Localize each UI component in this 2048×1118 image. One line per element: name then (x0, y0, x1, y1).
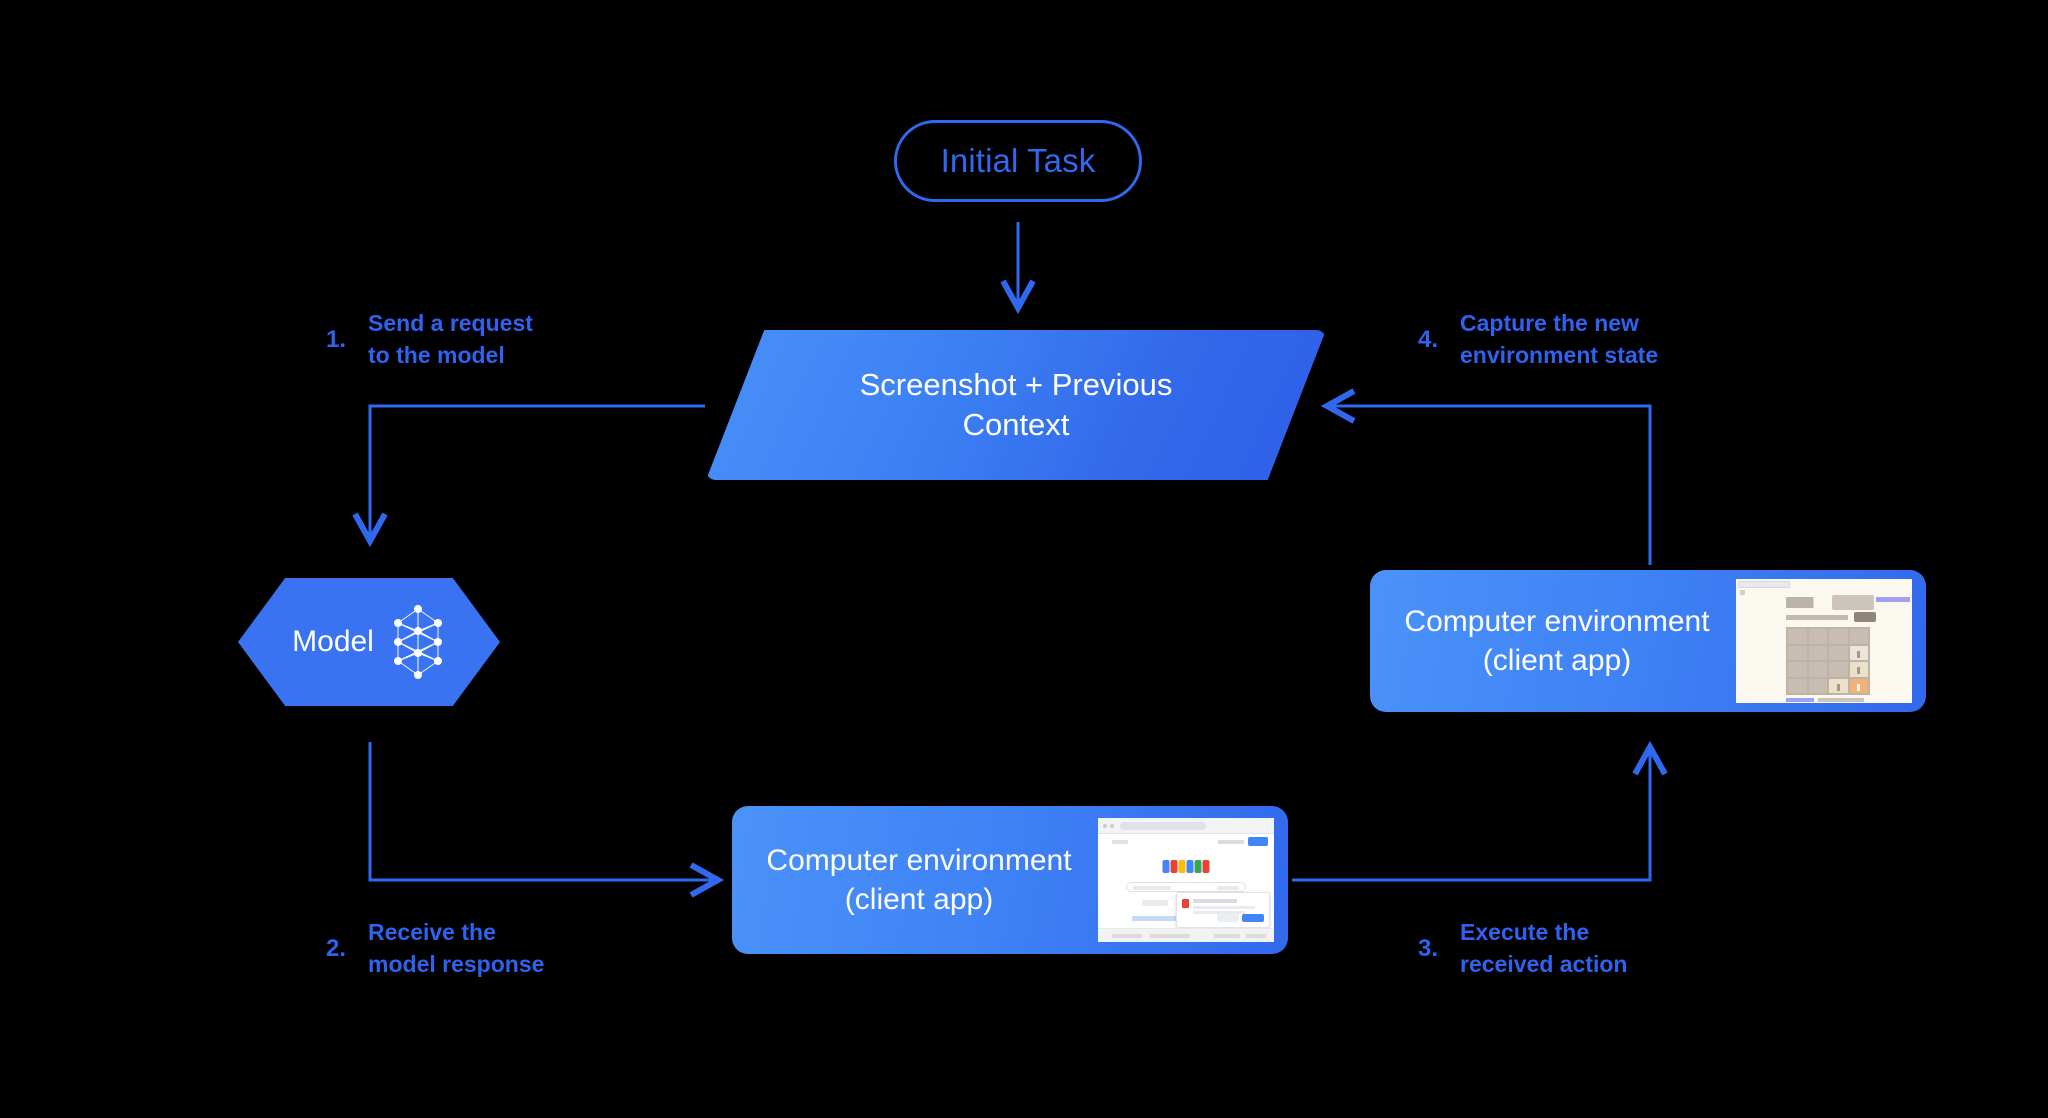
footer-text (1818, 698, 1864, 702)
step-1-text: Send a request to the model (368, 308, 533, 371)
arrow-env-right-to-context (1330, 406, 1652, 565)
step-3-line1: Execute the (1460, 919, 1590, 945)
sign-in-button (1248, 837, 1268, 846)
game-board (1786, 627, 1870, 695)
tile-empty (1808, 629, 1827, 644)
tile-empty (1808, 662, 1827, 677)
env-bottom-label-line2: (client app) (844, 883, 994, 916)
step-2-line1: Receive the (368, 919, 496, 945)
gmail-images-links (1218, 840, 1244, 844)
model-content: Model (238, 578, 500, 706)
step-label-3: 3. Execute the received action (1418, 917, 1627, 980)
step-3-text: Execute the received action (1460, 917, 1627, 980)
tile-empty (1829, 645, 1848, 660)
node-initial-task[interactable]: Initial Task (894, 120, 1142, 202)
browser-back-icon (1103, 824, 1107, 828)
browser-address-bar (1120, 822, 1206, 830)
context-label-line1: Screenshot + Previous (859, 367, 1173, 403)
node-model[interactable]: Model (238, 578, 500, 706)
dialog-icon (1182, 899, 1189, 908)
tile-4 (1829, 678, 1848, 693)
tile-empty (1829, 662, 1848, 677)
dialog-cancel-button (1217, 914, 1239, 922)
step-1-line1: Send a request (368, 310, 533, 336)
footer-link (1786, 698, 1814, 702)
arrow-model-to-env-bottom (368, 742, 715, 880)
tile-empty (1788, 662, 1807, 677)
dialog-confirm-button (1242, 914, 1264, 922)
node-computer-environment-right[interactable]: Computer environment (client app) (1370, 570, 1926, 712)
best-score-box (1856, 595, 1874, 610)
parallelogram-shape (706, 330, 1326, 480)
step-3-number: 3. (1418, 934, 1439, 962)
context-label: Screenshot + Previous Context (706, 330, 1326, 480)
step-2-line2: model response (368, 950, 545, 977)
tile-empty (1849, 629, 1868, 644)
model-label: Model (292, 625, 374, 658)
tile-empty (1808, 678, 1827, 693)
tile-8 (1849, 678, 1868, 693)
thumbnail-google-search (1098, 818, 1274, 942)
thumbnail-2048-game (1736, 579, 1912, 703)
step-2-text: Receive the model response (368, 917, 544, 980)
neural-network-icon (393, 605, 442, 679)
game-2048-logo (1786, 597, 1824, 608)
context-label-line2: Context (962, 407, 1070, 442)
browser-tab (1738, 581, 1790, 588)
env-bottom-label-line1: Computer environment (766, 844, 1072, 877)
step-label-2: 2. Receive the model response (326, 917, 544, 980)
initial-task-label: Initial Task (940, 142, 1096, 179)
arrow-env-bottom-to-env-right (1292, 750, 1650, 882)
env-right-label-line2: (client app) (1482, 644, 1632, 677)
page-footer (1098, 928, 1274, 942)
arrow-context-to-model (370, 404, 705, 538)
step-3-line2: received action (1460, 950, 1628, 977)
new-game-button (1854, 612, 1876, 622)
tile-2 (1849, 645, 1868, 660)
env-right-label: Computer environment (client app) (1370, 602, 1736, 680)
step-4-number: 4. (1418, 325, 1439, 353)
tile-empty (1788, 678, 1807, 693)
step-label-4: 4. Capture the new environment state (1418, 308, 1658, 371)
step-1-number: 1. (326, 325, 347, 353)
step-label-1: 1. Send a request to the model (326, 308, 533, 371)
tile-empty (1788, 629, 1807, 644)
browser-dialog (1176, 892, 1270, 928)
tile-empty (1829, 629, 1848, 644)
tile-empty (1808, 645, 1827, 660)
header-links (1876, 597, 1910, 602)
tile-empty (1788, 645, 1807, 660)
google-search-input (1126, 882, 1246, 892)
hexagon-shape (238, 578, 500, 706)
browser-forward-icon (1110, 824, 1114, 828)
node-screenshot-previous-context[interactable]: Screenshot + Previous Context (706, 330, 1326, 480)
step-4-line2: environment state (1460, 341, 1659, 368)
google-logo-icon (1162, 860, 1210, 873)
env-right-label-line1: Computer environment (1404, 605, 1710, 638)
env-bottom-label: Computer environment (client app) (732, 841, 1098, 919)
node-computer-environment-bottom[interactable]: Computer environment (client app) (732, 806, 1288, 954)
step-4-text: Capture the new environment state (1460, 308, 1658, 371)
step-1-line2: to the model (368, 341, 505, 368)
tile-4 (1849, 662, 1868, 677)
step-4-line1: Capture the new (1460, 310, 1639, 336)
step-2-number: 2. (326, 934, 347, 962)
browser-dot-icon (1740, 590, 1745, 595)
instructions-text (1786, 615, 1848, 620)
about-store-links (1112, 840, 1128, 844)
